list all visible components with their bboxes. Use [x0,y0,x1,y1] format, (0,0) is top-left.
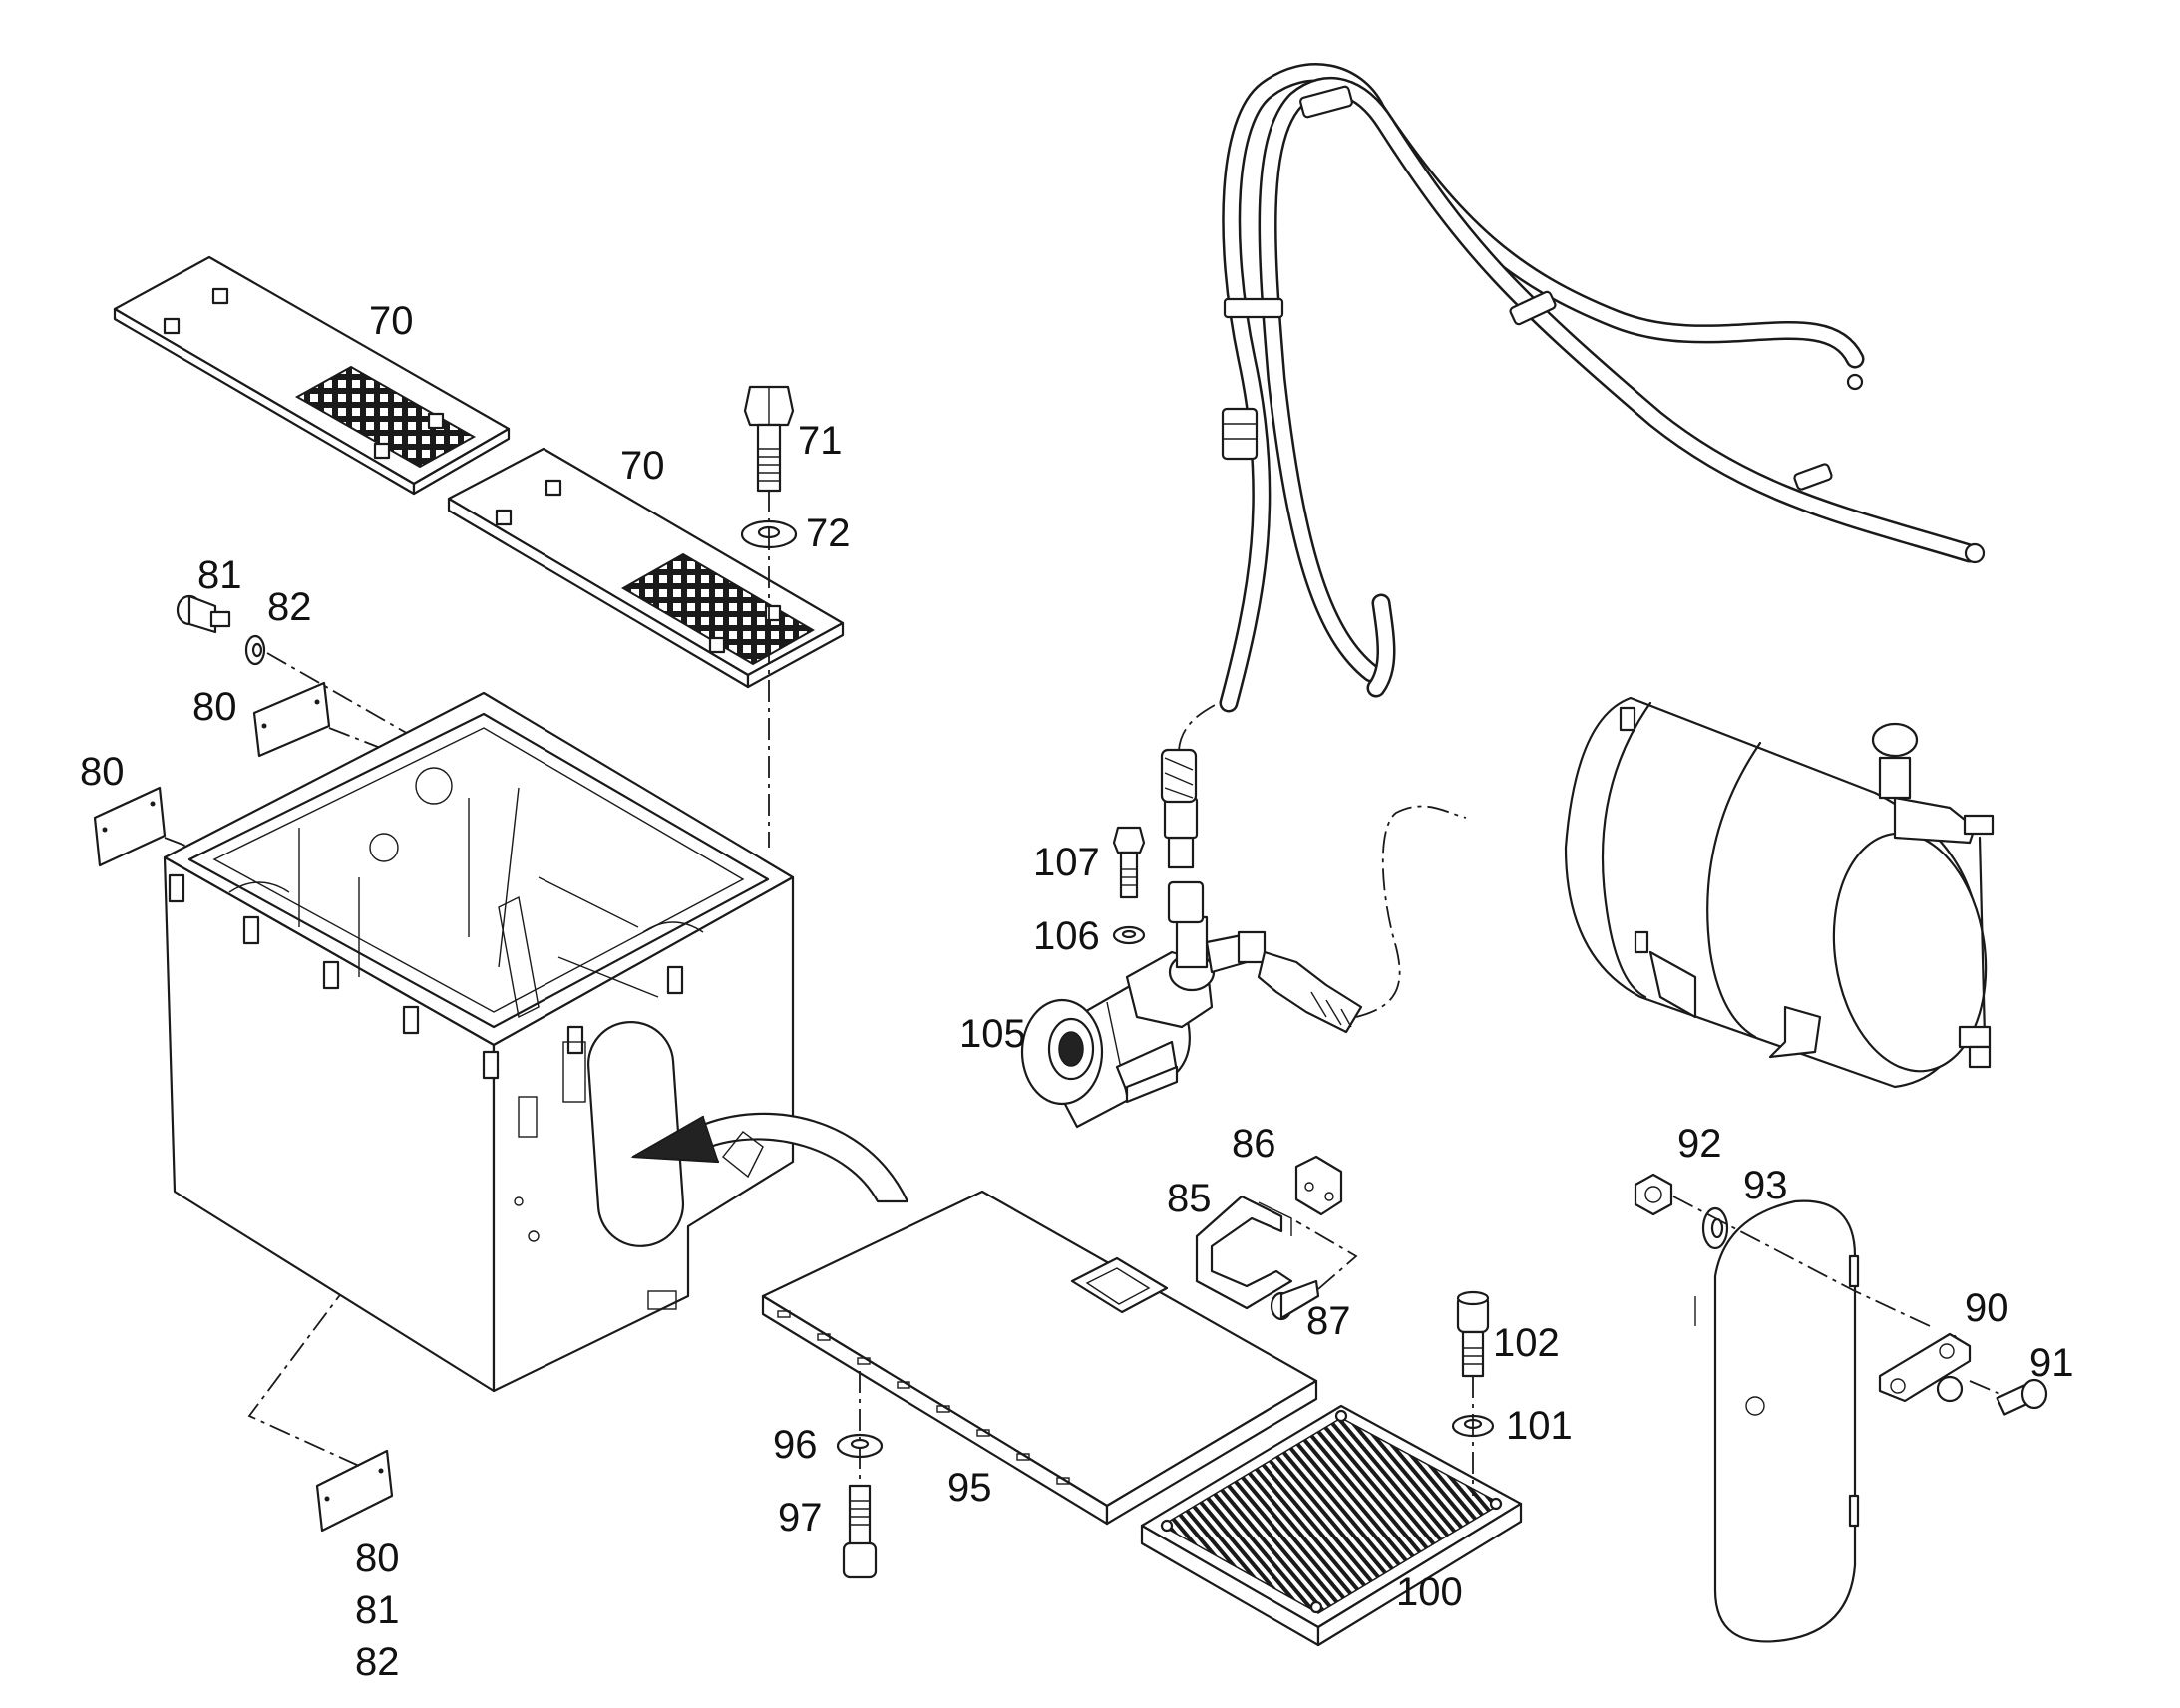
callout-101: 101 [1506,1404,1573,1448]
callout-80a: 80 [192,685,237,729]
callout-100: 100 [1396,1570,1463,1614]
callout-70a: 70 [369,299,414,343]
callout-81: 81 [197,553,242,597]
handle-85 [1195,1195,1293,1310]
grille-plate-70a [113,255,511,496]
callout-102: 102 [1493,1321,1560,1365]
callout-87: 87 [1306,1299,1351,1343]
callout-92: 92 [1677,1122,1722,1166]
hose-assembly [1219,63,1986,713]
bolt-107 [1112,826,1146,899]
plate-80b [93,786,167,867]
screw-91 [1996,1378,2048,1416]
callout-86: 86 [1232,1122,1276,1166]
washer-82 [244,634,266,666]
latch-90 [1878,1332,1972,1403]
pump-motor-105 [1020,880,1267,1129]
callout-107: 107 [1033,841,1100,884]
plate-80c [315,1449,394,1533]
callout-96: 96 [773,1423,818,1467]
centerline-87 [1295,1220,1358,1290]
cabinet-housing [163,691,795,1393]
callout-82b: 82 [355,1640,400,1684]
callout-90: 90 [1965,1286,2009,1330]
callout-105: 105 [959,1012,1026,1056]
centerline-91 [1969,1380,2005,1397]
hex-bolt-71 [743,385,795,493]
callout-71: 71 [798,419,843,463]
callout-95: 95 [947,1466,992,1510]
filter-mat-100 [1140,1404,1523,1647]
bracket-86 [1294,1155,1343,1216]
assembly-arrow [630,1112,909,1203]
callout-81b: 81 [355,1588,400,1632]
grille-plate-70b [447,447,845,689]
water-tank [1564,696,1995,1089]
centerline-92-93 [1672,1196,1931,1327]
callout-70b: 70 [620,444,665,488]
washer-93 [1701,1206,1729,1250]
washer-106 [1112,925,1146,945]
plate-80a [252,681,331,758]
screw-87 [1270,1279,1320,1321]
socket-bolt-102 [1456,1290,1490,1378]
callout-93: 93 [1743,1164,1788,1207]
callout-80b: 80 [80,750,125,794]
callout-72: 72 [806,512,851,555]
callout-82: 82 [267,585,312,629]
callout-labels: 70 70 71 72 81 82 80 80 80 81 82 107 106… [80,299,2074,1684]
callout-80c: 80 [355,1537,400,1580]
callout-85: 85 [1167,1177,1212,1220]
callout-91: 91 [2029,1341,2074,1385]
screw-81 [176,594,231,634]
access-cover [1694,1199,1860,1643]
pump-fittings [1160,697,1467,1034]
cover-panel-95 [761,1190,1318,1526]
callout-106: 106 [1033,914,1100,958]
nut-92 [1634,1173,1673,1216]
callout-97: 97 [778,1496,823,1539]
socket-bolt-97 [842,1484,878,1579]
